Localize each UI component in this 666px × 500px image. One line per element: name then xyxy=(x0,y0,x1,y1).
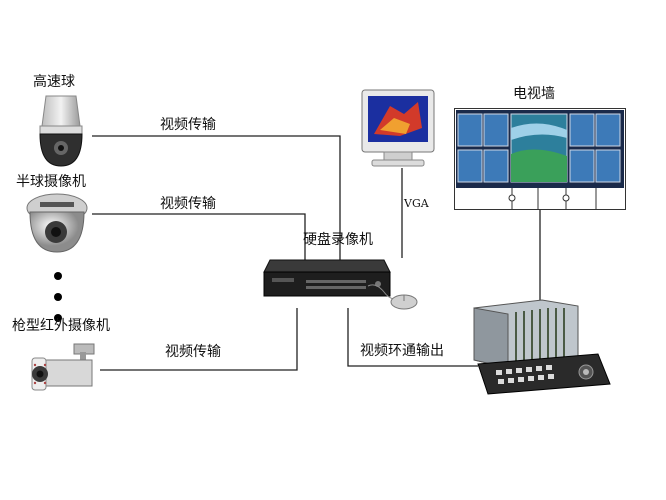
link-line-loop-out xyxy=(347,308,478,367)
dvr-label: 硬盘录像机 xyxy=(303,232,373,248)
video-link-label-2: 视频传输 xyxy=(160,196,216,212)
video-link-label-1: 视频传输 xyxy=(160,117,216,133)
link-line-bullet xyxy=(100,308,298,371)
bullet-ir-label: 枪型红外摄像机 xyxy=(12,318,110,334)
monitor-icon xyxy=(361,89,435,167)
speed-dome-label: 高速球 xyxy=(33,74,75,90)
dvr-icon xyxy=(263,259,391,297)
link-line-half-dome xyxy=(92,213,306,262)
speed-dome-camera-icon xyxy=(39,95,83,167)
bullet-ir-camera-icon xyxy=(31,343,95,391)
loop-out-label: 视频环通输出 xyxy=(360,343,444,359)
ellipsis-dot xyxy=(54,314,62,322)
half-dome-camera-icon xyxy=(26,193,88,253)
mouse-icon xyxy=(367,284,418,310)
link-line-speed-dome xyxy=(92,135,341,262)
matrix-keyboard-icon xyxy=(473,299,611,395)
video-link-label-3: 视频传输 xyxy=(165,344,221,360)
ellipsis-dot xyxy=(54,293,62,301)
tv-wall-icon xyxy=(454,108,626,210)
tv-wall-label: 电视墙 xyxy=(513,86,555,102)
half-dome-label: 半球摄像机 xyxy=(16,174,86,190)
ellipsis-dot xyxy=(54,272,62,280)
vga-label: VGA xyxy=(404,197,429,210)
